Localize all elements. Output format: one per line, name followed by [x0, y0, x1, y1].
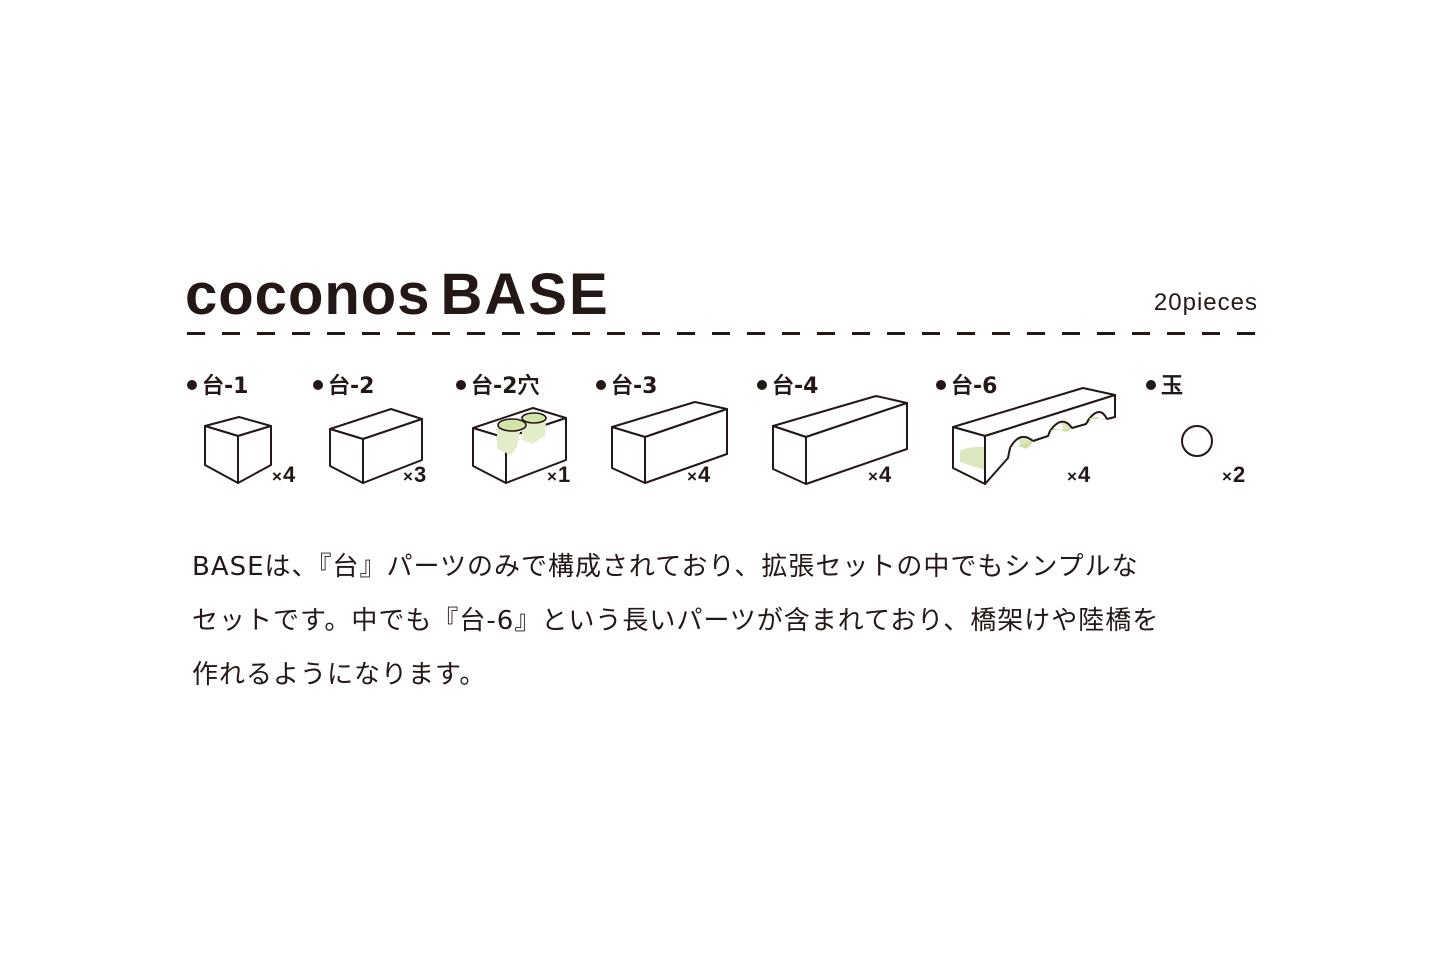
qty-dai-6: ×4: [1067, 462, 1091, 487]
piece-count: 20pieces: [1153, 289, 1258, 316]
qty-ball: ×2: [1222, 462, 1246, 487]
description-line: セットです。中でも『台-6』という長いパーツが含まれており、橋架けや陸橋を: [192, 606, 1160, 636]
part-label-dai-3: 台-3: [596, 372, 657, 402]
bullet-icon: [596, 380, 606, 390]
part-label-ball: 玉: [1146, 372, 1183, 402]
part-label-dai-2: 台-2: [313, 372, 374, 402]
qty-dai-1: ×4: [272, 462, 296, 487]
part-label-dai-6: 台-6: [936, 372, 997, 402]
title-brand: coconos: [185, 262, 431, 327]
title-set-name: BASE: [440, 262, 610, 327]
bullet-icon: [456, 380, 466, 390]
bullet-icon: [187, 380, 197, 390]
qty-dai-2: ×3: [403, 462, 427, 487]
description-line: BASEは、『台』パーツのみで構成されており、拡張セットの中でもシンプルな: [192, 552, 1139, 582]
part-label-dai-2-hole: 台-2穴: [456, 372, 539, 402]
bullet-icon: [313, 380, 323, 390]
description-line: 作れるようになります。: [192, 660, 487, 690]
set-description: BASEは、『台』パーツのみで構成されており、拡張セットの中でもシンプルな セッ…: [192, 540, 1272, 702]
qty-dai-2-hole: ×1: [547, 462, 571, 487]
part-label-dai-1: 台-1: [187, 372, 248, 402]
qty-dai-3: ×4: [687, 462, 711, 487]
qty-dai-4: ×4: [868, 462, 892, 487]
bullet-icon: [757, 380, 767, 390]
bullet-icon: [936, 380, 946, 390]
bullet-icon: [1146, 380, 1156, 390]
dashed-divider: [187, 332, 1258, 335]
part-label-dai-4: 台-4: [757, 372, 818, 402]
